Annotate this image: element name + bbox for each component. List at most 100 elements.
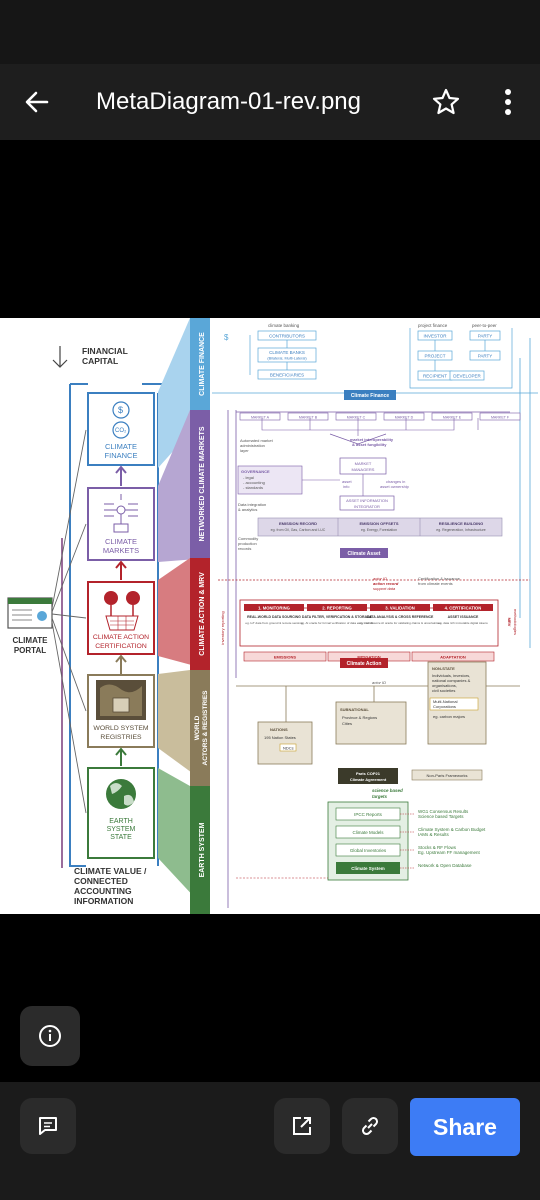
mrv-step-header <box>244 604 304 611</box>
svg-text:Science based Targets: Science based Targets <box>418 814 464 819</box>
mitigation-node: MITIGATION <box>357 655 380 660</box>
non-state-node: NON-STATE <box>432 666 455 671</box>
mrv-step-head-label: 4. CERTIFICATION <box>445 605 482 610</box>
market-box <box>479 412 521 421</box>
link-icon <box>361 1116 379 1136</box>
market-managers-node: MARKET <box>355 461 372 466</box>
svg-text:asset ownership: asset ownership <box>380 484 410 489</box>
svg-text:- legal: - legal <box>243 475 254 480</box>
market-box <box>431 412 473 421</box>
tree-certificate-icon <box>104 591 140 631</box>
resilience-node: RESILIENCE BUILDING <box>439 521 483 526</box>
comment-button[interactable] <box>20 1098 76 1154</box>
market-label: MARKET B <box>299 415 318 419</box>
mrv-step-header <box>307 604 367 611</box>
mrv-step-sub: eg. AI oracle for formal verification of… <box>301 621 374 625</box>
svg-text:$: $ <box>224 333 229 342</box>
bottom-action-bar: Share <box>0 1082 540 1200</box>
mrv-step-sub: eg. multi-source AI oracle for validatin… <box>359 621 441 625</box>
svg-text:(Bilateral, Multi-Lateral): (Bilateral, Multi-Lateral) <box>267 357 307 361</box>
svg-text:REGISTRIES: REGISTRIES <box>100 734 142 741</box>
band-label-markets: NETWORKED CLIMATE MARKETS <box>199 426 206 541</box>
svg-text:CERTIFICATION: CERTIFICATION <box>95 643 147 650</box>
svg-text:eg. carbon majors: eg. carbon majors <box>433 714 465 719</box>
svg-text:Individuals, investors,: Individuals, investors, <box>432 673 470 678</box>
svg-text:INTEGRATOR: INTEGRATOR <box>354 504 380 509</box>
svg-text:ACCOUNTING: ACCOUNTING <box>74 886 132 896</box>
svg-text:actor ID: actor ID <box>373 576 387 581</box>
earth-note-3: Stocks & RF Flows <box>418 845 457 850</box>
earth-note-1: WG1 Consensus Results <box>418 809 469 814</box>
mrv-step-head-label: 3. VALIDATION <box>385 605 415 610</box>
recipient-node: RECIPIENT <box>423 374 447 379</box>
svg-text:inventory reporting: inventory reporting <box>220 611 225 644</box>
copy-link-button[interactable] <box>342 1098 398 1154</box>
climate-portal-label: CLIMATE <box>13 636 49 645</box>
market-box <box>287 412 329 421</box>
markets-section: MARKET A MARKET B MARKET C MARKET D MARKET E… <box>227 410 521 908</box>
svg-text:FINANCE: FINANCE <box>105 451 138 460</box>
earth-system-state-label: EARTH <box>109 818 133 825</box>
svg-text:asset: asset <box>342 479 352 484</box>
open-external-button[interactable] <box>274 1098 330 1154</box>
mrv-step-title: REAL-WORLD DATA SOURCING <box>247 615 301 619</box>
svg-text:organisations,: organisations, <box>432 683 457 688</box>
market-label: MARKET C <box>347 415 366 419</box>
svg-text:info: info <box>343 484 350 489</box>
svg-text:SYSTEM: SYSTEM <box>107 826 136 833</box>
market-label: MARKET D <box>395 415 414 419</box>
more-vertical-icon <box>505 89 511 115</box>
left-column: FINANCIAL CAPITAL $ CO₂ CLIMATE FINANCE … <box>7 346 180 906</box>
back-button[interactable] <box>14 79 60 125</box>
svg-text:PORTAL: PORTAL <box>14 646 46 655</box>
share-button[interactable]: Share <box>410 1098 520 1156</box>
info-button[interactable] <box>20 1006 80 1066</box>
climate-action-cert-label: CLIMATE ACTION <box>93 634 149 641</box>
svg-text:from climate events: from climate events <box>418 581 453 586</box>
svg-text:MRV: MRV <box>507 618 512 627</box>
svg-text:Corporations: Corporations <box>433 704 456 709</box>
earth-note-2: Climate System & Carbon Budget <box>418 827 486 832</box>
svg-text:Certification & issuance: Certification & issuance <box>418 576 461 581</box>
beneficiaries-node: BENEFICIARIES <box>270 373 304 378</box>
status-bar-area <box>0 0 540 64</box>
svg-text:& asset fungibility: & asset fungibility <box>352 442 387 447</box>
open-external-icon <box>293 1117 311 1135</box>
svg-text:& analytics: & analytics <box>238 507 257 512</box>
svg-text:administration: administration <box>240 443 265 448</box>
svg-text:STATE: STATE <box>110 834 132 841</box>
emissions-node: EMISSIONS <box>274 655 297 660</box>
non-paris-node: Non-Paris Frameworks <box>427 773 468 778</box>
market-box <box>239 412 281 421</box>
svg-text:INFORMATION: INFORMATION <box>74 896 133 906</box>
star-icon <box>432 88 460 115</box>
svg-text:eg. Energy, Forestation: eg. Energy, Forestation <box>361 528 397 532</box>
favorite-button[interactable] <box>426 82 466 122</box>
developer-node: DEVELOPER <box>453 374 481 379</box>
svg-text:changes in: changes in <box>386 479 405 484</box>
co2-icon <box>112 421 130 439</box>
emission-offsets-node: EMISSION OFFSETS <box>359 521 398 526</box>
climate-banks-node: CLIMATE BANKS <box>269 350 305 355</box>
info-icon <box>39 1025 61 1047</box>
svg-text:national companies &: national companies & <box>432 678 471 683</box>
party-node-2: PARTY <box>478 354 493 359</box>
svg-text:$: $ <box>118 405 123 415</box>
asset-integrator-node: ASSET INFORMATION <box>346 498 388 503</box>
dollar-icon <box>112 401 130 419</box>
earth-section: science based targets IPCC Reports Clima… <box>236 788 486 881</box>
market-label: MARKET E <box>443 415 462 419</box>
market-label: MARKET A <box>251 415 270 419</box>
more-options-button[interactable] <box>488 82 528 122</box>
svg-text:MANAGERS: MANAGERS <box>352 467 375 472</box>
image-viewer[interactable]: FINANCIAL CAPITAL $ CO₂ CLIMATE FINANCE … <box>0 318 540 914</box>
adaptation-node: ADAPTATION <box>440 655 466 660</box>
market-boxes: MARKET A MARKET B MARKET C MARKET D MARKET E… <box>239 412 521 421</box>
governance-node: GOVERNANCE <box>241 469 270 474</box>
climate-finance-node: Climate Finance <box>351 393 390 399</box>
svg-text:climate banking: climate banking <box>268 323 300 328</box>
climate-finance-label: CLIMATE <box>105 442 137 451</box>
finance-section: $ climate banking CONTRIBUTORS CLIMATE B… <box>212 320 538 648</box>
global-inventories-node: Global Inventories <box>350 848 387 853</box>
meta-diagram: FINANCIAL CAPITAL $ CO₂ CLIMATE FINANCE … <box>0 318 540 914</box>
